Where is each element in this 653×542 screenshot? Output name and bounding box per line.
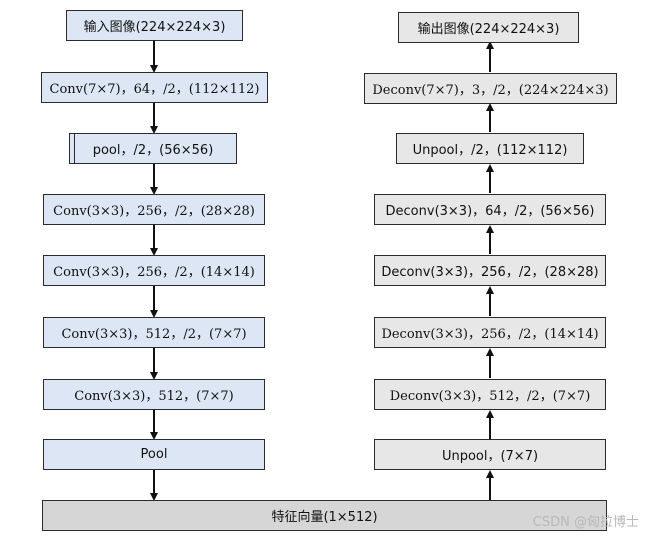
decoder-layer-unpool1: Unpool，/2，(112×112)	[396, 133, 584, 164]
encoder-layer-conv1: Conv(7×7)，64，/2，(112×112)	[41, 72, 268, 103]
encoder-layer-label: 输入图像(224×224×3)	[83, 20, 226, 35]
encoder-layer-label: Conv(3×3)，512，(7×7)	[74, 389, 234, 404]
encoder-layer-label: Conv(3×3)，512，/2，(7×7)	[61, 327, 247, 342]
decoder-layer-deconv3: Deconv(3×3)，256，/2，(28×28)	[374, 255, 606, 286]
decoder-layer-label: Unpool，(7×7)	[441, 449, 539, 464]
decoder-layer-output: 输出图像(224×224×3)	[398, 12, 579, 43]
feature-vector-box: 特征向量(1×512)	[42, 500, 607, 531]
encoder-layer-label: Conv(3×3)，256，/2，(28×28)	[53, 204, 255, 219]
encoder-layer-pool1: pool，/2，(56×56)	[69, 133, 237, 164]
encoder-layer-conv5: Conv(3×3)，512，(7×7)	[43, 379, 265, 410]
encoder-layer-input: 输入图像(224×224×3)	[66, 10, 243, 41]
decoder-layer-label: Unpool，/2，(112×112)	[412, 143, 568, 158]
encoder-layer-label: pool，/2，(56×56)	[92, 143, 214, 158]
encoder-layer-pool2: Pool	[43, 439, 265, 470]
pool-marker-line	[74, 134, 75, 163]
decoder-layer-label: Deconv(3×3)，256，/2，(28×28)	[381, 265, 599, 280]
decoder-layer-deconv2: Deconv(3×3)，64，/2，(56×56)	[374, 194, 606, 225]
decoder-layer-label: Deconv(7×7)，3，/2，(224×224×3)	[372, 83, 609, 98]
encoder-layer-label: Pool	[140, 447, 168, 462]
decoder-layer-deconv4: Deconv(3×3)，256，/2，(14×14)	[374, 317, 606, 348]
decoder-layer-deconv5: Deconv(3×3)，512，/2，(7×7)	[374, 379, 606, 410]
encoder-layer-label: Conv(3×3)，256，/2，(14×14)	[53, 265, 255, 280]
decoder-layer-label: Deconv(3×3)，64，/2，(56×56)	[385, 204, 595, 219]
decoder-layer-deconv1: Deconv(7×7)，3，/2，(224×224×3)	[364, 73, 617, 104]
decoder-layer-label: Deconv(3×3)，256，/2，(14×14)	[381, 327, 599, 342]
watermark: CSDN @匈拉博士	[532, 515, 639, 530]
decoder-layer-label: Deconv(3×3)，512，/2，(7×7)	[389, 389, 591, 404]
encoder-layer-conv3: Conv(3×3)，256，/2，(14×14)	[43, 255, 265, 286]
feature-vector-label: 特征向量(1×512)	[271, 510, 378, 525]
decoder-layer-label: 输出图像(224×224×3)	[417, 22, 560, 37]
encoder-layer-conv2: Conv(3×3)，256，/2，(28×28)	[43, 194, 265, 225]
encoder-layer-conv4: Conv(3×3)，512，/2，(7×7)	[43, 317, 265, 348]
encoder-layer-label: Conv(7×7)，64，/2，(112×112)	[49, 82, 260, 97]
decoder-layer-unpool2: Unpool，(7×7)	[374, 439, 606, 470]
